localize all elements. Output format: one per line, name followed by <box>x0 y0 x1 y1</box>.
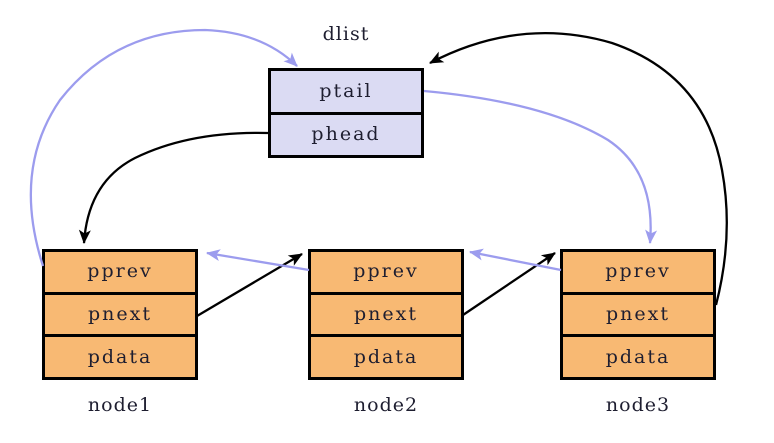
node1-field-pprev: pprev <box>87 260 153 283</box>
edge-node3-pprev-to-node2 <box>469 248 562 272</box>
node2-field-pdata: pdata <box>353 345 419 368</box>
node2-label: node2 <box>353 394 419 416</box>
dlist-row-ptail: ptail <box>271 71 421 112</box>
node2-box: pprev pnext pdata <box>308 249 464 380</box>
node3-field-pprev: pprev <box>605 260 671 283</box>
node3-field-pnext: pnext <box>606 303 670 325</box>
node3-row-pdata: pdata <box>563 334 713 377</box>
node1-row-pprev: pprev <box>45 252 195 292</box>
node1-field-pnext: pnext <box>88 303 152 325</box>
dlist-label: dlist <box>322 23 370 45</box>
node2-field-pprev: pprev <box>353 260 419 283</box>
node2-field-pnext: pnext <box>354 303 418 325</box>
node2-row-pdata: pdata <box>311 334 461 377</box>
node3-row-pnext: pnext <box>563 291 713 335</box>
dlist-row-phead: phead <box>271 111 421 156</box>
node3-field-pdata: pdata <box>605 345 671 368</box>
node1-field-pdata: pdata <box>87 345 153 368</box>
edge-node2-pnext-to-node3 <box>462 252 556 316</box>
node3-box: pprev pnext pdata <box>560 249 716 380</box>
node2-row-pprev: pprev <box>311 252 461 292</box>
node1-row-pnext: pnext <box>45 291 195 335</box>
node1-row-pdata: pdata <box>45 334 195 377</box>
edge-node1-pnext-to-node2 <box>196 253 303 317</box>
edge-dlist-phead-to-node1 <box>78 131 269 244</box>
dlist-box: ptail phead <box>268 68 424 158</box>
node1-label: node1 <box>87 394 153 416</box>
node3-label: node3 <box>605 394 671 416</box>
node2-row-pnext: pnext <box>311 291 461 335</box>
edge-node2-pprev-to-node1 <box>206 249 310 272</box>
dlist-field-ptail: ptail <box>319 79 373 102</box>
node3-row-pprev: pprev <box>563 252 713 292</box>
node1-box: pprev pnext pdata <box>42 249 198 380</box>
edge-node1-pprev-to-dlist <box>29 28 298 267</box>
dlist-field-phead: phead <box>311 123 381 146</box>
edge-dlist-ptail-to-node3 <box>423 89 658 244</box>
